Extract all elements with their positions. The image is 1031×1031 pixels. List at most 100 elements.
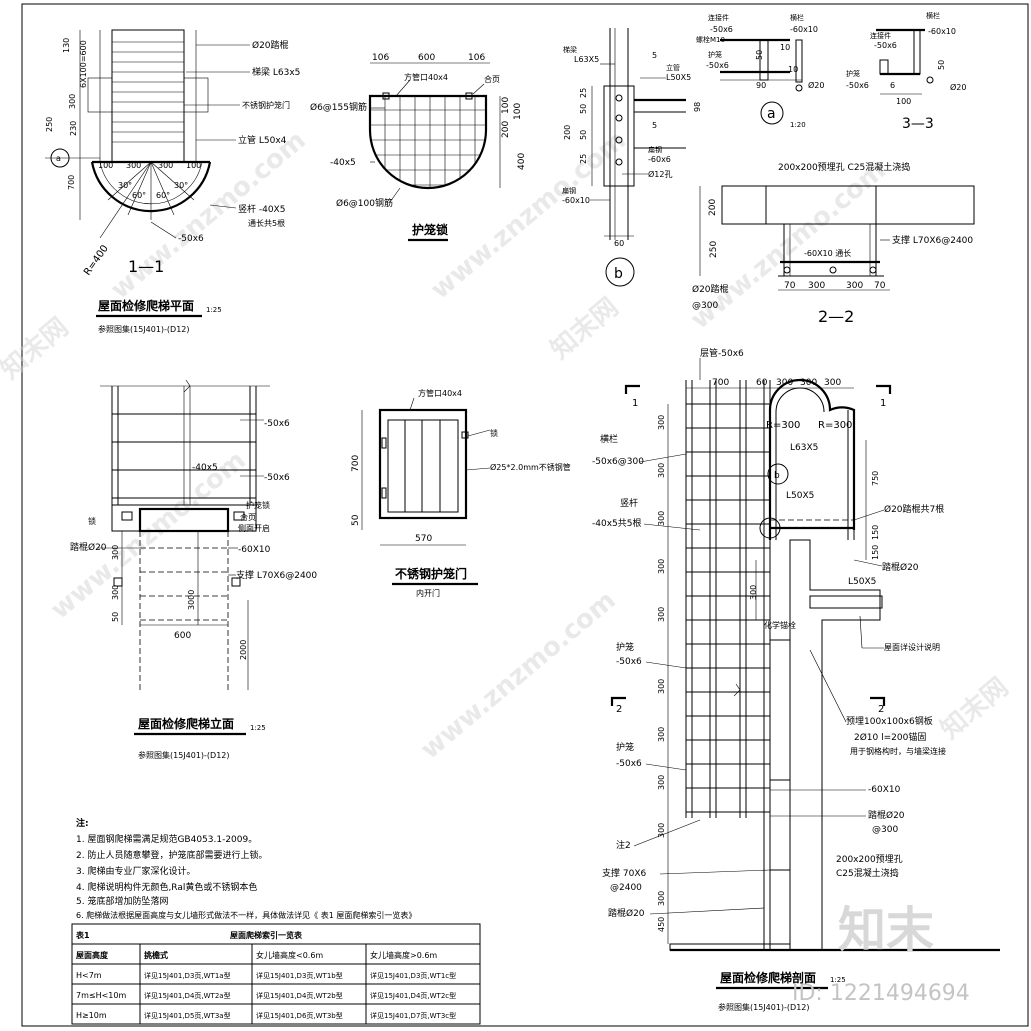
- detail-mark-b: [605, 257, 635, 287]
- annotation: 竖杆 -40X5: [238, 203, 285, 215]
- annotation: L50X5: [848, 577, 876, 587]
- section-mark: 2—2: [818, 307, 854, 326]
- annotation: -40x5: [330, 158, 356, 168]
- dim-label: 2000: [239, 640, 248, 660]
- annotation: 侧面开启: [238, 523, 270, 533]
- angle-label: 60°: [156, 191, 170, 200]
- annotation: 踏棍Ø20: [608, 907, 645, 919]
- table-header: 屋面高度: [76, 950, 109, 960]
- annotation: Ø6@100钢筋: [336, 197, 393, 209]
- dim-label: 300: [657, 679, 666, 694]
- annotation: -50x6: [264, 419, 290, 429]
- annotation: 200x200预埋孔 C25混凝土浇捣: [778, 161, 910, 173]
- dim-label: 70: [874, 281, 886, 291]
- view-scale: 1:25: [206, 306, 222, 314]
- dim-label: 700: [351, 455, 361, 472]
- dim-label: 230: [69, 121, 78, 136]
- annotation: -50x6: [710, 25, 733, 34]
- table-cell: 详见15J401,D4页,WT2b型: [256, 991, 343, 1000]
- annotation: Ø20踏棍: [692, 283, 729, 295]
- view-subtitle: 内开门: [416, 588, 440, 598]
- note-item: 5. 笼底部增加防坠落网: [76, 895, 168, 907]
- annotation: 注2: [616, 839, 631, 851]
- view-title: 屋面检修爬梯平面: [98, 298, 194, 313]
- annotation: 2Ø10 l=200锚固: [854, 731, 926, 743]
- table-cell: 详见15J401,D3页,WT1c型: [370, 971, 456, 980]
- dim-label: 100: [513, 103, 523, 120]
- annotation: L63X5: [574, 55, 599, 64]
- annotation: 合页: [240, 512, 256, 522]
- plan-view: 30° 60° 60° 30° R=400 130 6X100=600 250 …: [45, 29, 300, 334]
- annotation: L50X5: [786, 491, 814, 501]
- dim-label: 5: [652, 121, 657, 130]
- dim-label: 100: [896, 97, 911, 106]
- angle-label: 30°: [174, 181, 188, 190]
- table-cell: 7m≤H<10m: [76, 991, 126, 1000]
- watermark-text: www.znzmo.com: [45, 445, 251, 625]
- dim-label: 450: [657, 917, 666, 932]
- view-title: 屋面检修爬梯剖面: [720, 970, 816, 985]
- notes-heading: 注:: [76, 817, 89, 829]
- table-row: H<7m 详见15J401,D3页,WT1a型 详见15J401,D3页,WT1…: [76, 971, 456, 980]
- dim-label: 100: [186, 161, 201, 170]
- annotation: Ø20: [808, 80, 824, 90]
- annotation: -50x6: [616, 657, 642, 667]
- dim-label: 300: [111, 545, 120, 560]
- elevation-hoops: [112, 413, 256, 499]
- view-title: 屋面检修爬梯立面: [138, 716, 234, 731]
- dim-label: 200: [563, 125, 572, 140]
- annotation: Ø20踏棍: [252, 39, 289, 51]
- annotation: -50x6: [874, 41, 897, 50]
- lock-mesh: [370, 96, 486, 188]
- dim-label: 50: [937, 60, 946, 70]
- section-mark: 3—3: [902, 116, 934, 132]
- dim-label: 25: [579, 154, 588, 164]
- watermark-logo: 知末 ID: 1221494694: [792, 902, 970, 1006]
- logo-text: 知末: [838, 902, 934, 958]
- annotation: Ø20: [950, 82, 966, 92]
- dim-label: 300: [126, 161, 141, 170]
- annotation: 扁钢: [648, 145, 662, 154]
- table-header: 女儿墙高度<0.6m: [256, 950, 323, 960]
- watermark-text: www.znzmo.com: [425, 125, 631, 305]
- annotation: -50x6: [706, 61, 729, 70]
- dim-label: 300: [749, 585, 758, 600]
- annotation: Ø12孔: [648, 169, 672, 179]
- detail-mark-b: [767, 463, 789, 485]
- dim-label: 300: [657, 891, 666, 906]
- detail-scale: 1:20: [790, 121, 806, 129]
- table-cell: H≥10m: [76, 1011, 107, 1020]
- annotation: 立管: [666, 63, 680, 72]
- dim-label: 100: [501, 97, 511, 114]
- watermark-brand: 知末网: [545, 292, 624, 365]
- dim-label: 50: [755, 50, 764, 60]
- cage-lock-detail: 106 600 106 100 200 100 400: [310, 53, 527, 242]
- view-reference: 参照图集(15J401)-(D12): [98, 324, 190, 334]
- annotation: -50x6: [616, 759, 642, 769]
- annotation: -60X10: [868, 785, 901, 795]
- annotation: 护笼: [708, 50, 722, 59]
- annotation: -60x6: [648, 155, 671, 164]
- annotation: 支撑 70X6: [602, 867, 646, 879]
- dim-label: 50: [579, 104, 588, 114]
- dim-label: 600: [418, 53, 435, 63]
- annotation: Ø6@155钢筋: [310, 101, 367, 113]
- notes-block: 注: 1. 屋面钢爬梯需满足规范GB4053.1-2009。 2. 防止人员随意…: [76, 817, 416, 920]
- annotation: 方管口40x4: [418, 388, 462, 398]
- section-mark: 1—1: [128, 257, 164, 276]
- section-rungs: [686, 403, 770, 813]
- dim-label: 250: [45, 117, 54, 132]
- annotation: @2400: [610, 883, 642, 893]
- dim-label: 300: [657, 463, 666, 478]
- section-mark: 2: [616, 704, 622, 715]
- elevation-view: -50x6 -40x5 -50x6 护笼锁 合页 侧面开启 锁 踏棍Ø20 -6…: [70, 379, 317, 760]
- note-item: 1. 屋面钢爬梯需满足规范GB4053.1-2009。: [76, 833, 257, 845]
- annotation: 锁: [88, 516, 96, 526]
- cage-door-detail: 方管口40x4 锁 Ø25*2.0mm不锈钢管 700 50 570 不锈钢护笼…: [351, 388, 571, 598]
- angle-label: 30°: [118, 181, 132, 190]
- table-row: 7m≤H<10m 详见15J401,D4页,WT2a型 详见15J401,D4页…: [76, 991, 456, 1000]
- annotation: 横栏: [926, 11, 940, 20]
- dim-label: 300: [657, 559, 666, 574]
- annotation: -60x10: [790, 25, 818, 34]
